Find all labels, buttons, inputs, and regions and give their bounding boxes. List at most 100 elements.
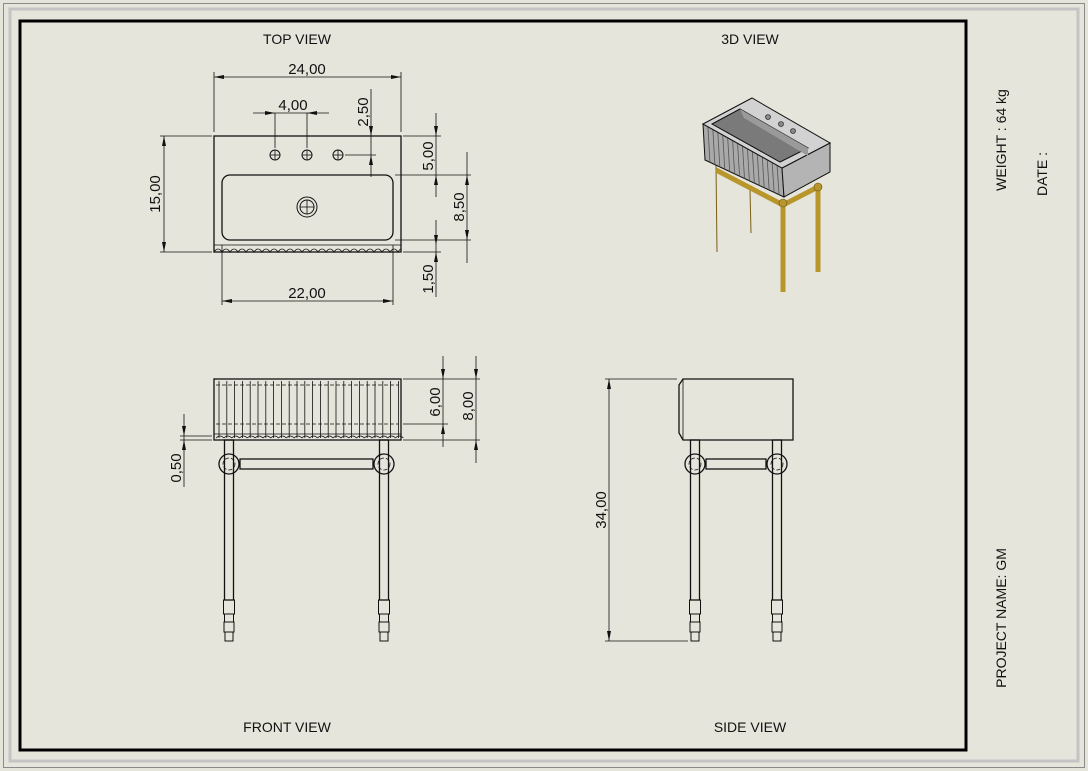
flute-end bbox=[395, 435, 404, 439]
leg bbox=[715, 164, 718, 253]
flute-line bbox=[751, 151, 755, 184]
sink-side bbox=[678, 378, 794, 441]
ball-joint bbox=[684, 453, 706, 475]
flute-end bbox=[270, 435, 279, 439]
leg-foot bbox=[223, 599, 235, 615]
flute-end bbox=[332, 435, 342, 439]
flute-line bbox=[761, 156, 765, 188]
inner-gray-frame bbox=[8, 7, 1080, 763]
faucet-hole bbox=[269, 149, 281, 161]
flute-end bbox=[348, 435, 357, 439]
leg-foot bbox=[689, 599, 701, 615]
leg-foot bbox=[223, 621, 235, 633]
stretcher bbox=[781, 184, 820, 208]
flute-end bbox=[223, 435, 233, 439]
3d-view-label: 3D VIEW bbox=[721, 31, 779, 47]
basin-outline bbox=[221, 174, 394, 241]
drain-icon bbox=[296, 196, 318, 218]
stretcher bbox=[239, 458, 374, 470]
top-view-label: TOP VIEW bbox=[263, 31, 332, 47]
side-view-label: SIDE VIEW bbox=[714, 719, 787, 735]
dimension-arrow bbox=[465, 230, 469, 240]
leg-foot bbox=[772, 613, 782, 623]
dimension-arrow bbox=[369, 155, 373, 165]
ball-joint-inner bbox=[222, 457, 236, 471]
flute-end bbox=[387, 435, 396, 439]
flute-end bbox=[231, 435, 240, 439]
project-name-field: PROJECT NAME: GM bbox=[993, 548, 1009, 688]
isometric-view bbox=[701, 97, 832, 292]
leg-foot bbox=[379, 631, 389, 642]
dim-basin-width: 22,00 bbox=[288, 285, 326, 302]
flute-end bbox=[262, 435, 272, 439]
dimension-arrow bbox=[434, 235, 438, 245]
leg-foot bbox=[772, 631, 782, 642]
dim-faucet-offset: 2,50 bbox=[355, 97, 372, 126]
dim-basin-height: 6,00 bbox=[427, 387, 444, 416]
flute-line bbox=[717, 132, 721, 167]
flute-line bbox=[776, 165, 780, 195]
drawing-border bbox=[18, 19, 968, 752]
dimension-arrow bbox=[391, 75, 401, 79]
flute-line bbox=[712, 129, 716, 165]
top-view: 24,00 4,00 2,50 15,00 5,00 8,50 1,50 22,… bbox=[147, 61, 611, 641]
ball-joint bbox=[218, 453, 240, 475]
fluted-edge bbox=[213, 248, 402, 253]
dim-overall-height: 8,00 bbox=[460, 391, 477, 420]
ball-joint-inner bbox=[377, 457, 391, 471]
leg-foot bbox=[771, 621, 783, 633]
dimension-arrow bbox=[162, 136, 166, 146]
flute-line bbox=[747, 148, 750, 181]
flute-line bbox=[722, 134, 726, 170]
flute-end bbox=[254, 435, 264, 439]
flute-end bbox=[215, 435, 225, 439]
ball-joint-inner bbox=[770, 457, 784, 471]
dim-basin-depth: 8,50 bbox=[451, 192, 468, 221]
leg-foot bbox=[771, 599, 783, 615]
dim-overall-depth: 15,00 bbox=[147, 175, 164, 213]
flute-end bbox=[239, 435, 248, 439]
flute-end bbox=[371, 435, 381, 439]
leg-foot bbox=[690, 631, 700, 642]
flute-end bbox=[278, 435, 287, 439]
sink-front bbox=[213, 378, 402, 441]
flute-line bbox=[727, 137, 731, 172]
stretcher bbox=[714, 167, 785, 208]
leg bbox=[689, 439, 701, 601]
flute-end bbox=[340, 435, 350, 439]
dimension-arrow bbox=[465, 175, 469, 185]
dimension-arrow bbox=[383, 299, 393, 303]
flute-end bbox=[363, 435, 373, 439]
leg bbox=[378, 439, 390, 601]
ball-joint bbox=[373, 453, 395, 475]
faucet-hole bbox=[332, 149, 344, 161]
dimension-arrow bbox=[307, 111, 317, 115]
flute-line bbox=[737, 143, 740, 177]
dim-base-offset: 0,50 bbox=[168, 453, 185, 482]
dimension-arrow bbox=[162, 242, 166, 252]
sink-outline bbox=[213, 135, 402, 253]
dimension-arrow bbox=[265, 111, 275, 115]
leg-foot bbox=[689, 621, 701, 633]
leg bbox=[749, 189, 752, 234]
dim-faucet-spacing: 4,00 bbox=[278, 97, 307, 114]
leg-foot bbox=[379, 613, 389, 623]
dimension-arrow bbox=[214, 75, 224, 79]
flute-end bbox=[317, 435, 326, 439]
ball-joint bbox=[766, 453, 788, 475]
flute-line bbox=[742, 145, 745, 179]
ball-joint-inner bbox=[688, 457, 702, 471]
flute-end bbox=[246, 435, 256, 439]
dim-overall-width: 24,00 bbox=[288, 61, 326, 78]
faucet-hole bbox=[301, 149, 313, 161]
flute-end bbox=[379, 435, 389, 439]
leg bbox=[223, 439, 235, 601]
stretcher bbox=[705, 458, 767, 470]
leg-foot bbox=[378, 621, 390, 633]
flute-end bbox=[301, 435, 311, 439]
leg-foot bbox=[378, 599, 390, 615]
leg-foot bbox=[690, 613, 700, 623]
dim-front-lip: 1,50 bbox=[420, 264, 437, 293]
